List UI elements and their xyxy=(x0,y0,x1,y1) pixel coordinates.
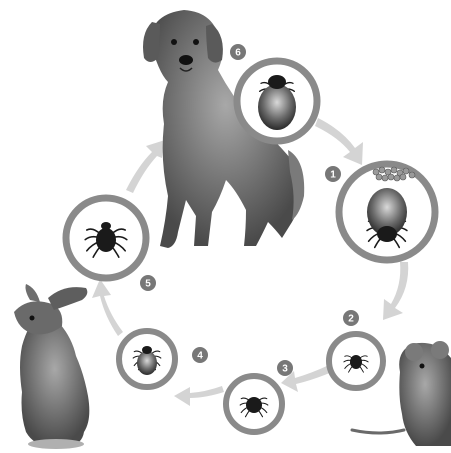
stage-6-node: 6 xyxy=(230,44,317,141)
rabbit-icon xyxy=(14,284,89,449)
stage-1-number: 1 xyxy=(330,170,336,181)
stage-2-number: 2 xyxy=(348,314,354,325)
arrow-6-to-1 xyxy=(315,118,363,165)
engorged-adult-tick-icon xyxy=(258,75,296,130)
stage-6-number: 6 xyxy=(235,48,241,59)
stage-4-number: 4 xyxy=(197,351,203,362)
stage-5-node: 5 xyxy=(66,198,156,291)
stage-3-number: 3 xyxy=(282,364,288,375)
stage-5-number: 5 xyxy=(145,279,151,290)
stage-4-node: 4 xyxy=(119,331,208,387)
arrow-5-to-6 xyxy=(126,140,165,193)
arrow-3-to-4 xyxy=(174,386,224,406)
stage-2-node: 2 xyxy=(329,310,383,388)
stage-1-node: 1 xyxy=(325,164,435,260)
arrow-4-to-5 xyxy=(92,279,123,336)
stage-3-node: 3 xyxy=(226,360,293,432)
arrow-1-to-2 xyxy=(383,262,408,320)
